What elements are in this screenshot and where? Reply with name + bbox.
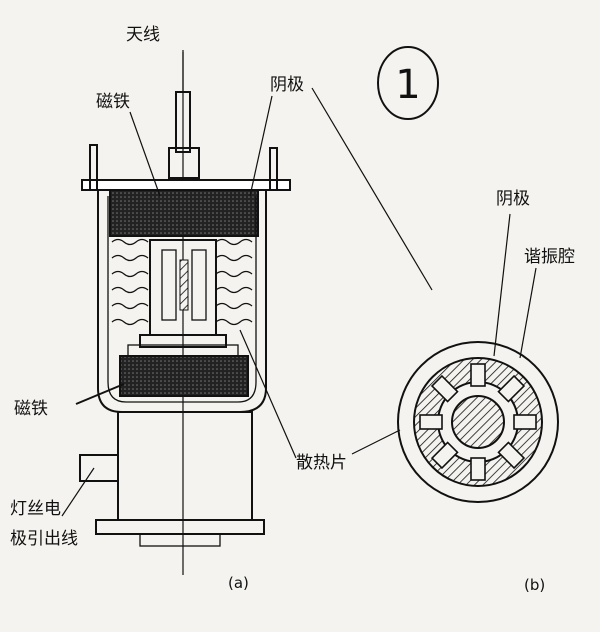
label-magnet-bottom: 磁铁 [14,399,48,419]
outer-ring [397,341,559,503]
anode-vane-right [191,249,207,321]
leader-heat-sink-b [351,429,401,455]
leader-cathode-b [493,213,511,357]
label-cathode-a: 阴极 [270,75,304,95]
filament-lead-terminal [79,454,119,482]
panel-b-anode-section [311,87,559,503]
cavity-slot [430,441,459,470]
top-magnet [109,189,259,237]
cavity-slot [430,374,459,403]
label-cathode-b: 阴极 [496,189,530,209]
label-magnet-top: 磁铁 [96,92,130,112]
mounting-flange [95,519,265,535]
leader-cathode-a [249,95,273,197]
anode-vane-left [161,249,177,321]
leader-magnet-bottom [75,383,125,405]
panel-b-tag: (b) [524,576,545,594]
cavity-slot [470,457,486,481]
bottom-magnet [119,355,249,397]
label-heat-sink: 散热片 [296,453,347,473]
label-filament-lead-1: 灯丝电 [10,499,61,519]
right-bolt [269,147,278,191]
cathode-core [451,395,505,449]
leader-magnet-top [129,111,161,197]
cavity-slot [497,374,526,403]
panel-a-tag: (a) [228,574,249,592]
cathode-filament [179,259,189,311]
figure-number-badge: 1 [377,46,439,120]
label-filament-lead-2: 极引出线 [10,529,78,549]
cavity-slot [419,414,443,430]
cavity-slot [497,441,526,470]
filament-box [117,411,253,521]
antenna-base [168,147,200,179]
label-resonant-cavity: 谐振腔 [524,247,575,267]
leader-heat-sink-a [239,329,297,459]
lower-pole [139,334,227,348]
cavity-slot [470,363,486,387]
left-bolt [89,144,98,191]
figure-number: 1 [395,62,420,108]
cavity-slot [513,414,537,430]
heat-sink-fins-left [111,238,149,326]
leader-cathode-a-to-b [311,87,433,291]
leader-filament-lead [61,467,95,517]
label-antenna: 天线 [126,25,160,45]
flange-base [139,533,221,547]
top-plate [81,179,291,191]
heat-sink-fins-right [215,238,253,326]
panel-a-magnetron-section [61,50,297,575]
leader-resonant-cavity [519,267,537,359]
